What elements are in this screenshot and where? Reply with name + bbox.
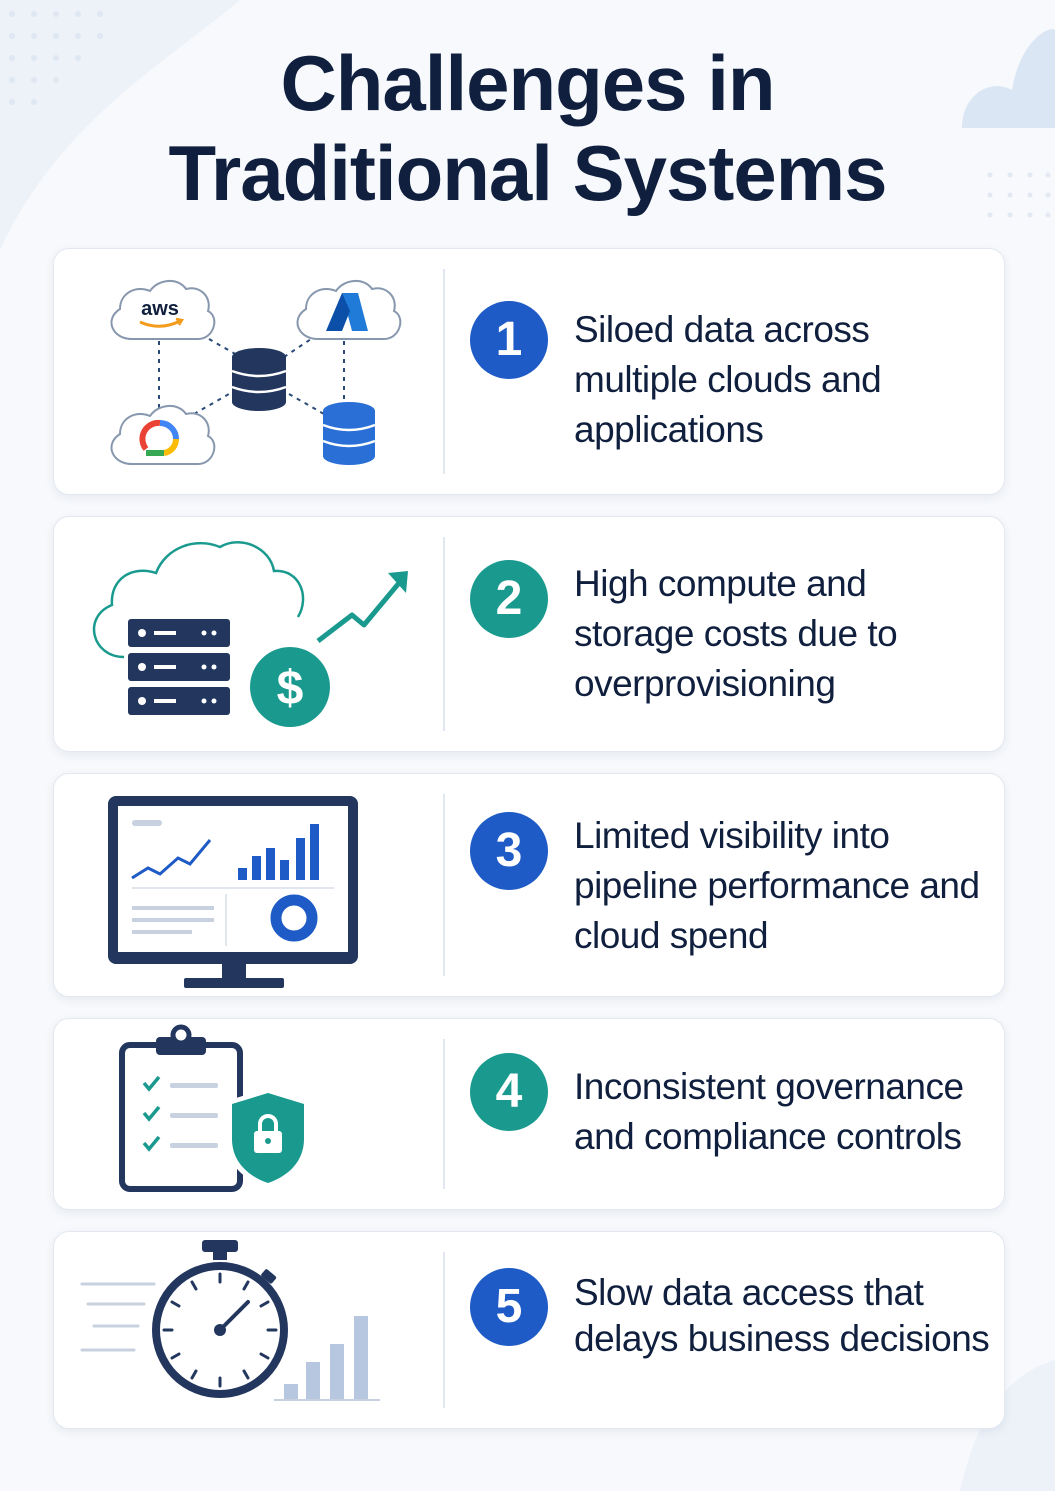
challenge-text-5: Slow data access that delays business de… xyxy=(574,1272,990,1359)
number-badge-3: 3 xyxy=(470,812,548,890)
card-divider xyxy=(443,269,445,474)
challenge-text-2: High compute and storage costs due to ov… xyxy=(574,563,898,704)
checklist-shield-icon xyxy=(119,1024,306,1192)
card-divider xyxy=(443,1252,445,1408)
card-divider xyxy=(443,794,445,976)
title-line-1: Challenges in xyxy=(280,39,775,127)
svg-text:$: $ xyxy=(277,662,304,715)
challenge-card-5: 5 Slow data access that delays business … xyxy=(53,1231,1005,1429)
aws-logo-text: aws xyxy=(141,298,179,320)
challenge-card-3: 3 Limited visibility into pipeline perfo… xyxy=(53,773,1005,997)
challenge-card-4: 4 Inconsistent governance and compliance… xyxy=(53,1018,1005,1210)
page-title: Challenges in Traditional Systems xyxy=(0,38,1055,218)
stopwatch-chart-icon xyxy=(80,1240,380,1401)
challenge-text-3: Limited visibility into pipeline perform… xyxy=(574,815,980,956)
challenge-card-2: $ 2 High compute and storage costs due t… xyxy=(53,516,1005,752)
number-badge-2: 2 xyxy=(470,560,548,638)
challenge-card-1: aws 1 Siloed data across multiple clouds… xyxy=(53,248,1005,495)
multi-cloud-databases-icon: aws xyxy=(110,280,402,465)
card-divider xyxy=(443,1039,445,1189)
number-badge-5: 5 xyxy=(470,1268,548,1346)
number-badge-4: 4 xyxy=(470,1053,548,1131)
challenge-text-1: Siloed data across multiple clouds and a… xyxy=(574,309,882,450)
title-line-2: Traditional Systems xyxy=(168,129,888,217)
monitor-dashboard-icon xyxy=(108,796,358,988)
number-badge-1: 1 xyxy=(470,301,548,379)
card-divider xyxy=(443,537,445,731)
cloud-server-cost-icon: $ xyxy=(92,541,408,731)
challenge-text-4: Inconsistent governance and compliance c… xyxy=(574,1066,964,1157)
